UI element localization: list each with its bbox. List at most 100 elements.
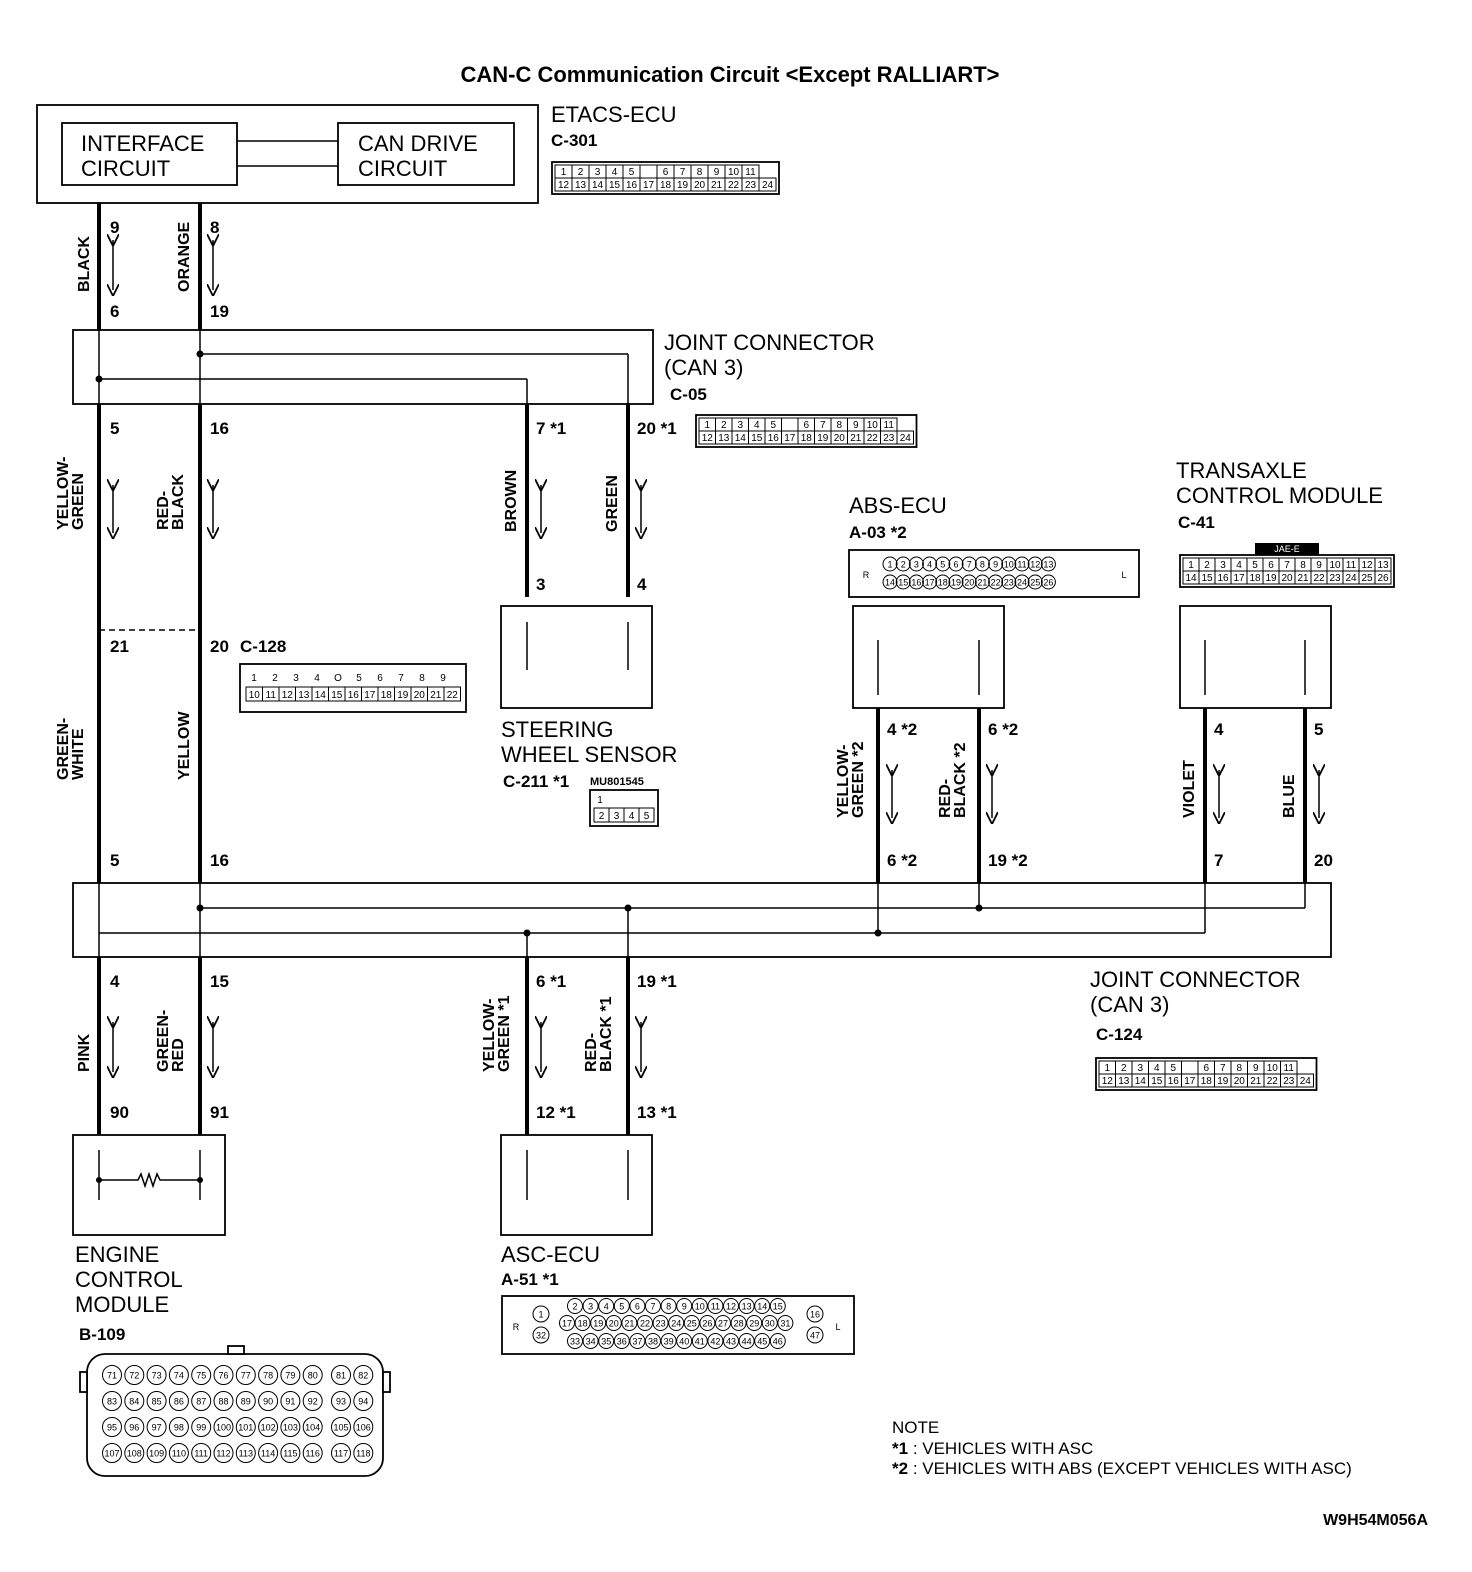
connector-pin-label: 5 [1252,560,1258,571]
connector-pin-label: 76 [218,1371,228,1381]
connector-pin-label: 73 [152,1371,162,1381]
connector-pin-label: 91 [285,1397,295,1407]
connector-pin-label: 9 [853,420,859,431]
connector-pin-label: 24 [1300,1076,1312,1087]
connector-pin-label: 1 [1104,1063,1110,1074]
connector-pin-label: 8 [666,1302,671,1312]
connector-pin-label: 19 [817,433,829,444]
connector-pin-label: 25 [687,1319,697,1329]
connector-pin-label: 32 [536,1331,546,1341]
connector-pin-label: 21 [430,690,442,701]
wire-blue-label: BLUE [1281,774,1298,818]
pin-label: 15 [210,972,229,991]
connector-pin-label: 13 [298,690,310,701]
connector-pin-label: 11 [1017,560,1026,570]
connector-pin-label: 1 [887,560,892,570]
pin-label: 19 *1 [637,972,677,991]
connector-pin-label: 6 [953,560,958,570]
connector-pin-label: 88 [218,1397,228,1407]
pin-label: 4 *2 [887,720,917,739]
pin-label: 6 *2 [887,851,917,870]
connector-pin-label: 38 [648,1337,658,1347]
note-line-1: *1 : VEHICLES WITH ASC [892,1439,1093,1458]
connector-pin-label: 11 [1284,1063,1295,1074]
wires-top [97,203,1307,883]
connector-pin-label: 20 [834,433,846,444]
pin-label: 7 *1 [536,419,566,438]
connector-pin-label: 33 [570,1337,580,1347]
connector-pin-label: 11 [745,167,756,178]
connector-pin-label: 10 [1329,560,1341,571]
connector-pin-label: 12 [726,1302,736,1312]
pin-label: 5 [110,851,119,870]
wires-bottom [97,957,630,1135]
connector-pin-label: 117 [334,1449,348,1459]
connector-pin-label: 77 [241,1371,251,1381]
connector-pin-label: 16 [1217,573,1229,584]
can-drive-circuit-label: CAN DRIVE [358,131,478,156]
connector-pin-label: 14 [735,433,747,444]
connector-pin-label: 10 [1267,1063,1279,1074]
connector-pin-label: 3 [595,167,601,178]
connector-pin-label: 3 [1137,1063,1143,1074]
ecm-name: ENGINE [75,1242,159,1267]
connector-pin-label: 86 [174,1397,184,1407]
connector-pin-label: 3 [1220,560,1226,571]
connector-pin-label: 23 [1329,573,1341,584]
pin-label: 91 [210,1103,229,1122]
connector-pin-label: 1 [538,1310,543,1320]
wire-red-black-abs-label: RED-BLACK *2 [937,742,969,818]
connector-pin-label: 25 [1030,578,1040,588]
connector-pin-label: 1 [704,420,710,431]
connector-pin-label: 23 [745,180,757,191]
connector-pin-label: L [1121,570,1126,580]
joint-connector-top-name: JOINT CONNECTOR [664,330,875,355]
ecm-name-2: CONTROL [75,1267,183,1292]
connector-pin-label: 16 [626,180,638,191]
connector-pin-label: 11 [711,1302,720,1312]
connector-pin-label: 19 [677,180,689,191]
connector-pin-label: 12 [1361,560,1373,571]
connector-pin-label: 17 [562,1319,572,1329]
connector-pin-label: 5 [629,167,635,178]
connector-pin-label: 1 [251,673,257,684]
connector-pin-label: 102 [261,1423,276,1433]
connector-pin-label: 44 [742,1337,752,1347]
connector-pin-label: 13 [1043,560,1053,570]
connector-pin-label: 14 [1185,573,1197,584]
pin-label: 90 [110,1103,129,1122]
steering-name-2: WHEEL SENSOR [501,742,677,767]
connector-pin-label: 14 [1135,1076,1147,1087]
connector-pin-label: 6 [635,1302,640,1312]
joint-connector-bottom-id: C-124 [1096,1025,1143,1044]
connector-pin-label: 5 [644,811,650,822]
connector-pin-label: 10 [695,1302,705,1312]
connector-pin-label: 2 [272,673,278,684]
wire-green-red-label: GREEN-RED [155,1010,187,1072]
connector-pin-label: 19 [397,690,409,701]
connector-pin-label: 17 [784,433,796,444]
connector-pin-label: 35 [601,1337,611,1347]
connector-pin-label: 1 [561,167,567,178]
connector-pin-label: 4 [754,420,760,431]
connector-pin-label: 6 [377,673,383,684]
connector-pin-label: 12 [558,180,570,191]
connector-pin-label: 22 [867,433,879,444]
pin-label: 20 *1 [637,419,677,438]
connector-pin-label: 26 [1043,578,1053,588]
connector-pin-label: 23 [1283,1076,1295,1087]
ecm-name-3: MODULE [75,1292,169,1317]
connector-pin-label: 22 [991,578,1001,588]
connector-pin-label: 12 [702,433,714,444]
connector-pin-label: 2 [1204,560,1210,571]
wire-yellow-green-abs-label: YELLOW-GREEN *2 [835,741,867,818]
connector-pin-label: 4 [314,673,320,684]
connector-pin-label: 5 [619,1302,624,1312]
connector-pin-label: 12 [1030,560,1040,570]
connector-pin-label: 4 [604,1302,609,1312]
tcm-connector-id: C-41 [1178,513,1215,532]
connector-pin-label: 7 [398,673,404,684]
